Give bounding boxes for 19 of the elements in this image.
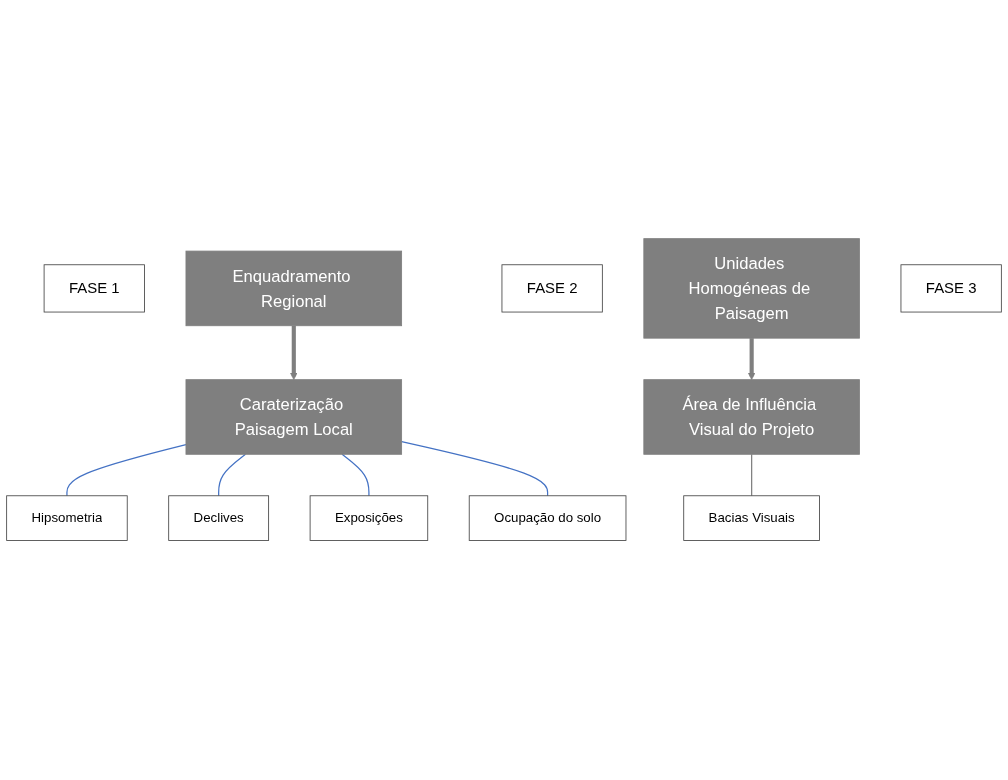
connector [751,454,753,497]
connector [401,441,549,497]
node-box: Bacias Visuais [683,495,820,542]
arrow [290,326,298,381]
node-box: Ocupação do solo [468,495,627,542]
connector [341,454,370,497]
node-box: Área de Influência Visual do Projeto [643,379,860,456]
node-box: FASE 3 [900,264,1002,313]
connector [66,444,187,497]
node-box: Unidades Homogéneas de Paisagem [643,238,860,339]
arrow [748,338,756,381]
connector [218,454,247,497]
node-box: Exposições [309,495,429,542]
node-box: FASE 1 [43,264,145,313]
node-box: Declives [168,495,270,542]
node-box: Enquadramento Regional [185,251,403,327]
node-box: Hipsometria [6,495,128,542]
node-box: Caraterização Paisagem Local [185,379,403,456]
node-box: FASE 2 [501,264,603,313]
